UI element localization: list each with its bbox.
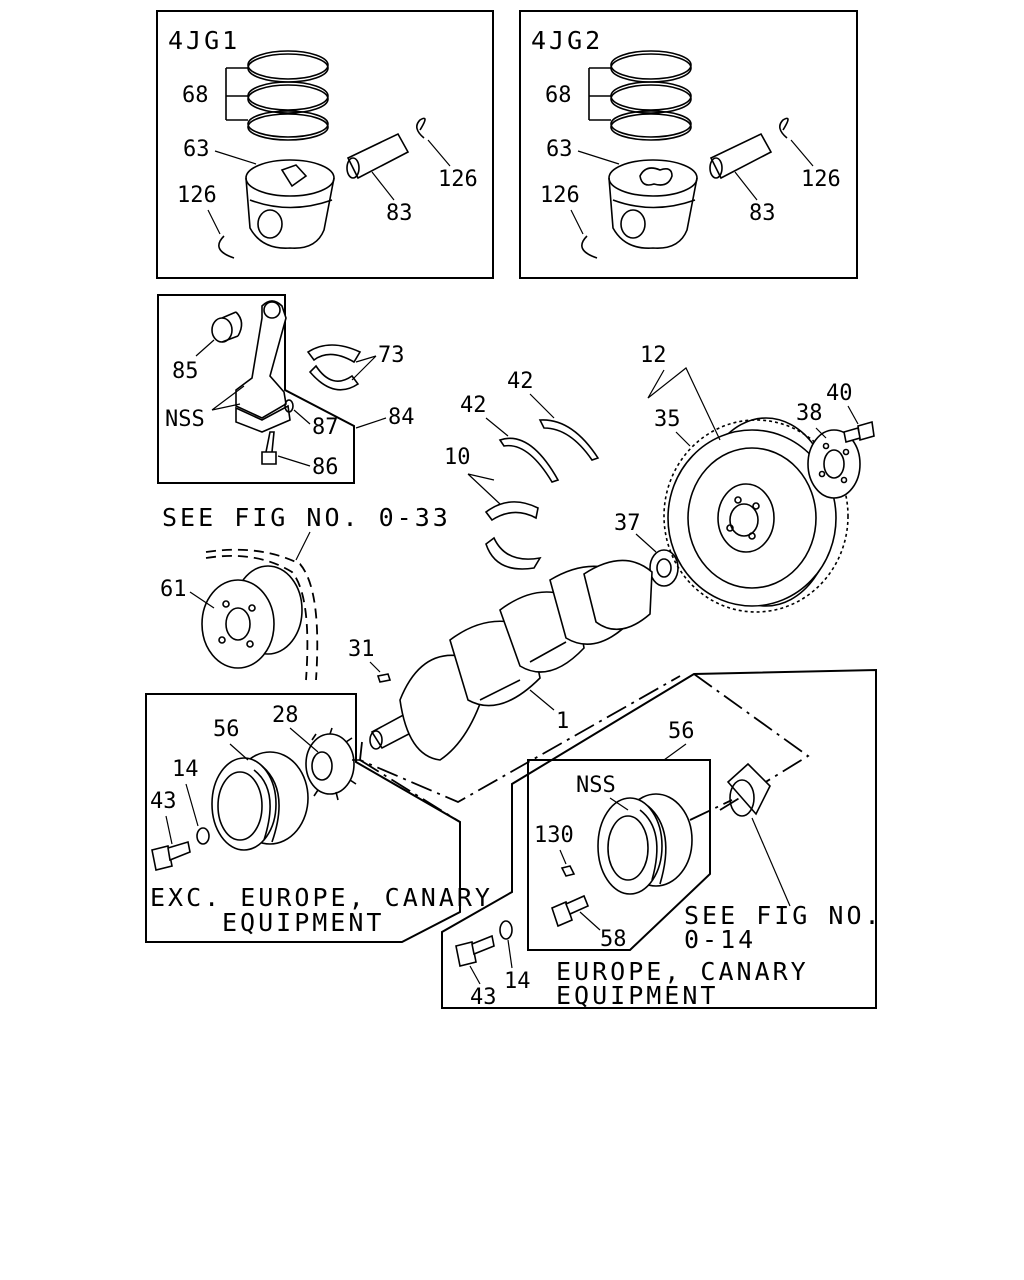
label-83-pin-jg2: 83 [749, 201, 776, 226]
label-31-key: 31 [348, 637, 375, 662]
label-14-washer: 14 [172, 757, 199, 782]
washer-14 [196, 827, 210, 845]
flywheel-bolt-40 [843, 420, 875, 444]
gear-hub [726, 762, 771, 817]
snap-ring-126-left-jg2 [581, 235, 598, 259]
label-73-bearing: 73 [378, 343, 405, 368]
label-68-rings-jg2: 68 [545, 83, 572, 108]
dowel-pin-130 [560, 865, 576, 877]
connecting-rod [235, 300, 291, 433]
label-10-bearing: 10 [444, 445, 471, 470]
panel-4jg2-frame [519, 10, 858, 279]
europe-bolt-58 [551, 894, 590, 928]
piston-rings-68 [225, 50, 329, 141]
label-nss-europe: NSS [576, 773, 616, 798]
drive-belt-lines [205, 531, 319, 681]
pilot-bearing-37 [649, 549, 679, 587]
label-12-flywheel: 12 [640, 343, 667, 368]
label-130-pin: 130 [534, 823, 574, 848]
label-63-piston: 63 [183, 137, 210, 162]
crank-pulley-56 [211, 751, 309, 851]
crankshaft-1 [369, 559, 653, 761]
see-fig-0-33: SEE FIG NO. 0-33 [162, 503, 451, 532]
exc-europe-frame [145, 693, 461, 943]
crank-gear-28 [305, 727, 360, 801]
europe-frame [441, 668, 877, 1009]
connector-pulley-exc [359, 759, 461, 823]
piston-63 [245, 159, 335, 249]
main-bearing-10 [484, 501, 542, 570]
main-assembly: SEE FIG NO. 0-33 61 42 42 [160, 343, 875, 823]
europe-washer-14 [499, 920, 513, 940]
label-84-assembly: 84 [388, 405, 415, 430]
label-126-left: 126 [177, 183, 217, 208]
exc-europe-caption-line1: EXC. EUROPE, CANARY [150, 883, 493, 912]
panel-4jg1-frame [156, 10, 494, 279]
crank-pulley-61 [201, 565, 303, 669]
label-35-ring-gear: 35 [654, 407, 681, 432]
europe-pulley-56 [597, 793, 693, 895]
flywheel-12 [663, 417, 849, 613]
label-43-bolt-europe: 43 [470, 985, 497, 1010]
piston-pin-83-jg2 [709, 132, 773, 180]
woodruff-key-31 [376, 673, 392, 683]
conrod-frame [157, 294, 355, 484]
label-87-nut: 87 [312, 415, 339, 440]
label-nss-conrod: NSS [165, 407, 205, 432]
label-28-gear: 28 [272, 703, 299, 728]
snap-ring-126-right-jg2 [779, 117, 789, 139]
label-42-upper: 42 [507, 369, 534, 394]
label-83-pin: 83 [386, 201, 413, 226]
label-85-bushing: 85 [172, 359, 199, 384]
label-56-pulley-europe: 56 [668, 719, 695, 744]
label-68-rings: 68 [182, 83, 209, 108]
snap-ring-126-left [218, 235, 235, 259]
panel-europe: 56 NSS SEE FIG NO. 0-14 130 58 43 14 EUR… [441, 668, 883, 1010]
label-86-bolt: 86 [312, 455, 339, 480]
label-63-piston-jg2: 63 [546, 137, 573, 162]
europe-bolt-43 [455, 934, 495, 967]
label-61-pulley: 61 [160, 577, 187, 602]
exc-europe-caption-line2: EQUIPMENT [222, 908, 384, 937]
label-126-left-jg2: 126 [540, 183, 580, 208]
label-42-lower: 42 [460, 393, 487, 418]
thrust-washer-42-lower [498, 437, 560, 483]
see-fig-0-14-line2: 0-14 [684, 925, 756, 954]
flywheel-plate-38 [807, 429, 861, 499]
label-43-bolt: 43 [150, 789, 177, 814]
connector-exc-europe [359, 675, 681, 804]
conrod-bushing-85 [211, 311, 243, 343]
conrod-bolt-86 [261, 431, 277, 465]
panel-4jg1-title: 4JG1 [168, 26, 240, 55]
label-1-crankshaft: 1 [556, 709, 569, 734]
label-56-pulley: 56 [213, 717, 240, 742]
conrod-bearing-73 [306, 344, 362, 391]
panel-4jg2: 4JG2 68 63 126 126 83 [519, 10, 858, 279]
europe-caption-line1: EUROPE, CANARY [556, 957, 809, 986]
piston-rings-68-jg2 [588, 50, 692, 141]
connector-europe [693, 673, 810, 811]
pulley-bolt-43 [151, 840, 191, 871]
conrod-nut-87 [284, 399, 294, 413]
label-38-plate: 38 [796, 401, 823, 426]
label-14-washer-europe: 14 [504, 969, 531, 994]
label-58-bolt: 58 [600, 927, 627, 952]
label-126-right-jg2: 126 [801, 167, 841, 192]
europe-caption-line2: EQUIPMENT [556, 981, 718, 1010]
panel-connecting-rod: 85 NSS 73 87 84 86 [157, 294, 415, 484]
panel-4jg1: 4JG1 68 63 126 126 [156, 10, 494, 279]
thrust-washer-42-upper [538, 419, 600, 461]
label-37-bearing: 37 [614, 511, 641, 536]
label-40-bolt: 40 [826, 381, 853, 406]
snap-ring-126-right [416, 117, 426, 139]
panel-exc-europe: 28 56 14 43 EXC. EUROPE, CANARY EQUIPMEN… [145, 693, 493, 943]
europe-inner-frame [527, 759, 711, 951]
piston-63-jg2 [608, 159, 698, 249]
label-126-right: 126 [438, 167, 478, 192]
see-fig-0-14-line1: SEE FIG NO. [684, 901, 883, 930]
panel-4jg2-title: 4JG2 [531, 26, 603, 55]
piston-pin-83 [346, 132, 410, 180]
